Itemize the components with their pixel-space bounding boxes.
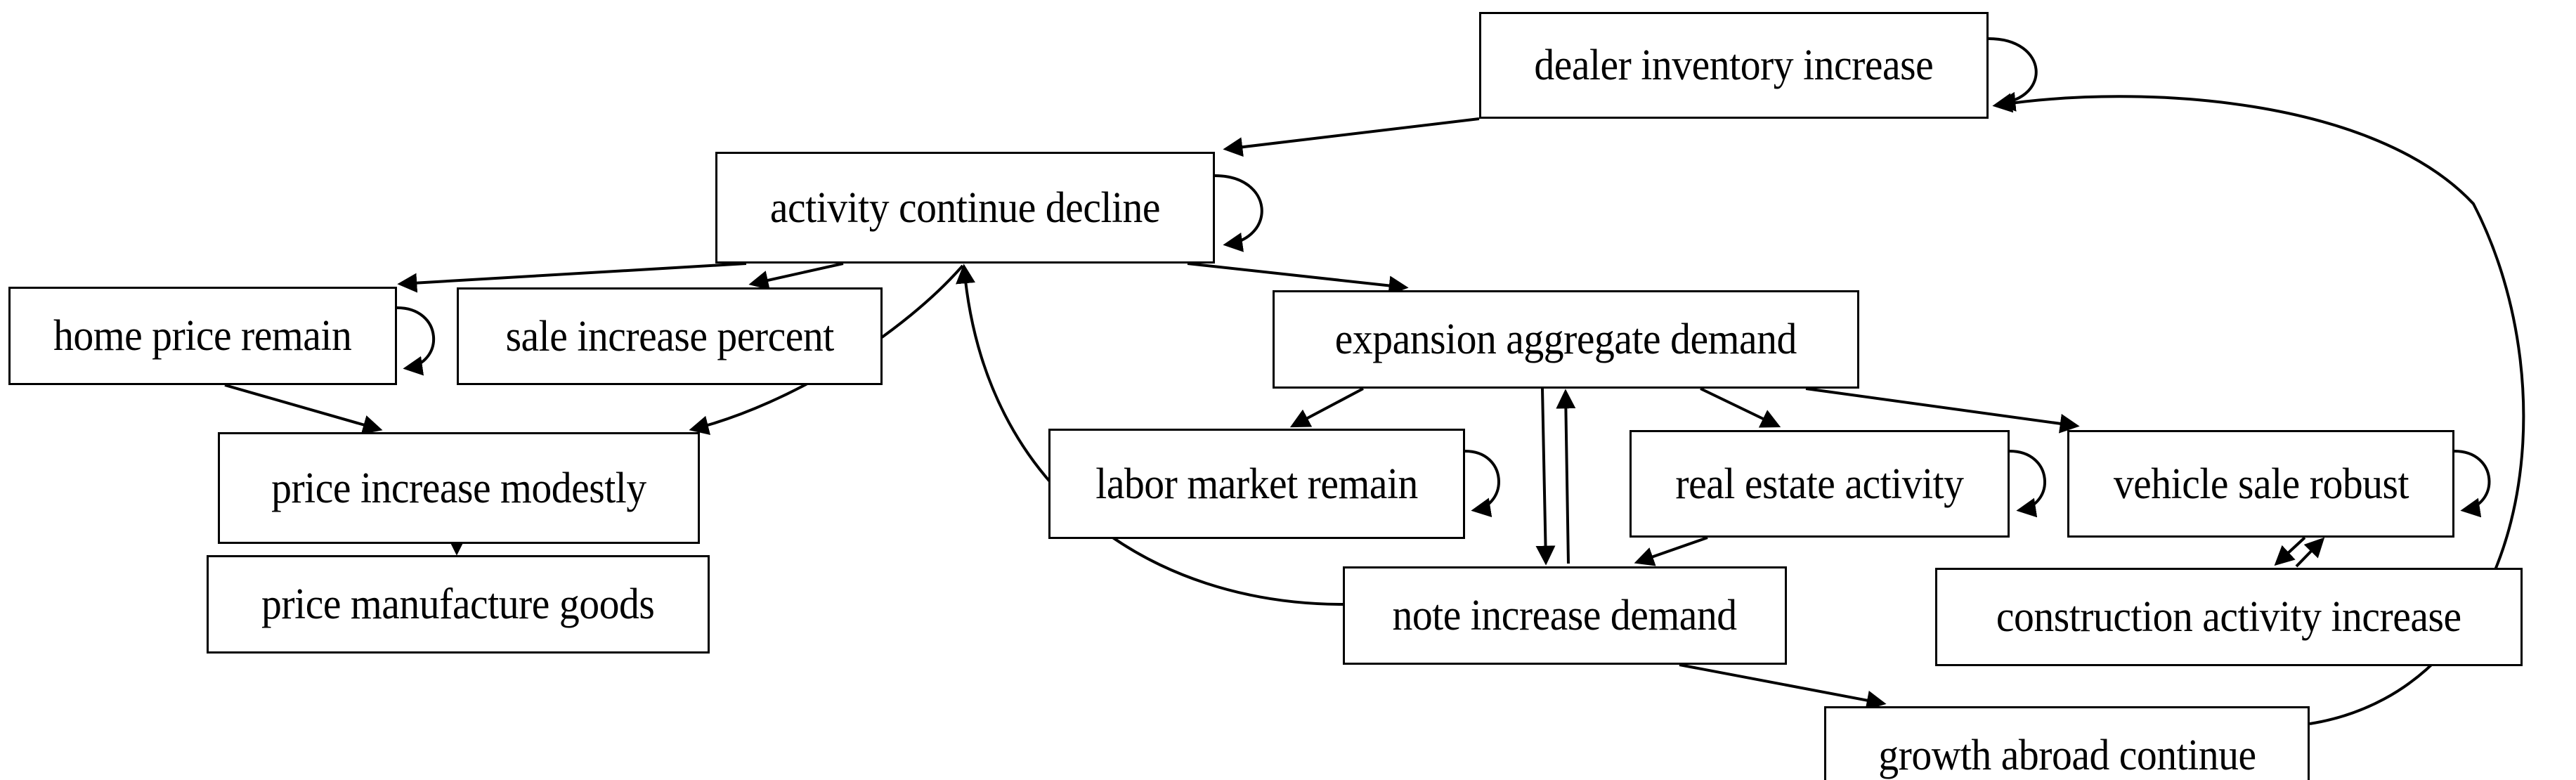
- edge-real-estate-self-loop: [2009, 450, 2046, 518]
- node-label: growth abroad continue: [1878, 732, 2256, 779]
- edge-home-price-self-loop: [396, 306, 436, 376]
- node-dealer-inventory-increase[interactable]: dealer inventory increase: [1479, 12, 1989, 119]
- node-label: dealer inventory increase: [1534, 41, 1934, 89]
- edge-note-to-expansion: [1556, 389, 1576, 564]
- edge-vehicle-to-construction: [2274, 536, 2306, 566]
- edge-real-estate-to-note: [1634, 536, 1708, 566]
- node-label: labor market remain: [1095, 460, 1418, 508]
- node-real-estate-activity[interactable]: real estate activity: [1629, 430, 2010, 538]
- edge-labor-market-self-loop: [1464, 450, 1500, 518]
- node-sale-increase-percent[interactable]: sale increase percent: [457, 287, 883, 385]
- node-label: sale increase percent: [505, 312, 834, 360]
- node-labor-market-remain[interactable]: labor market remain: [1048, 429, 1465, 539]
- node-price-manufacture-goods[interactable]: price manufacture goods: [207, 555, 710, 654]
- edge-activity-self-loop: [1214, 174, 1263, 252]
- node-label: price manufacture goods: [261, 580, 655, 628]
- node-label: construction activity increase: [1996, 593, 2461, 641]
- node-label: price increase modestly: [271, 464, 646, 512]
- edge-home-price-to-price-increase: [224, 384, 383, 435]
- node-label: vehicle sale robust: [2113, 460, 2409, 508]
- node-growth-abroad-continue[interactable]: growth abroad continue: [1824, 706, 2310, 780]
- edge-expansion-to-real-estate: [1700, 387, 1781, 428]
- node-note-increase-demand[interactable]: note increase demand: [1343, 566, 1787, 665]
- edge-expansion-to-vehicle: [1805, 387, 2080, 434]
- node-label: real estate activity: [1675, 460, 1964, 508]
- edge-activity-to-sale-increase: [748, 262, 844, 290]
- node-construction-activity-increase[interactable]: construction activity increase: [1935, 568, 2523, 666]
- edge-expansion-to-labor: [1289, 387, 1364, 428]
- node-label: expansion aggregate demand: [1334, 316, 1797, 363]
- edge-dealer-self-loop: [1988, 37, 2038, 112]
- edge-vehicle-sale-self-loop: [2454, 450, 2491, 518]
- edge-note-to-growth-abroad: [1679, 663, 1887, 710]
- edge-activity-to-expansion: [1187, 262, 1409, 296]
- node-home-price-remain[interactable]: home price remain: [8, 287, 397, 385]
- edge-activity-to-home-price: [397, 262, 747, 293]
- node-activity-continue-decline[interactable]: activity continue decline: [715, 152, 1215, 264]
- node-label: home price remain: [53, 312, 352, 360]
- edge-construction-to-vehicle: [2295, 537, 2325, 568]
- node-label: activity continue decline: [769, 183, 1161, 232]
- edge-dealer-to-activity: [1223, 117, 1480, 157]
- node-expansion-aggregate-demand[interactable]: expansion aggregate demand: [1273, 290, 1859, 389]
- edge-expansion-to-note: [1535, 388, 1556, 566]
- node-price-increase-modestly[interactable]: price increase modestly: [218, 432, 700, 544]
- node-label: note increase demand: [1392, 592, 1738, 639]
- node-vehicle-sale-robust[interactable]: vehicle sale robust: [2067, 430, 2454, 538]
